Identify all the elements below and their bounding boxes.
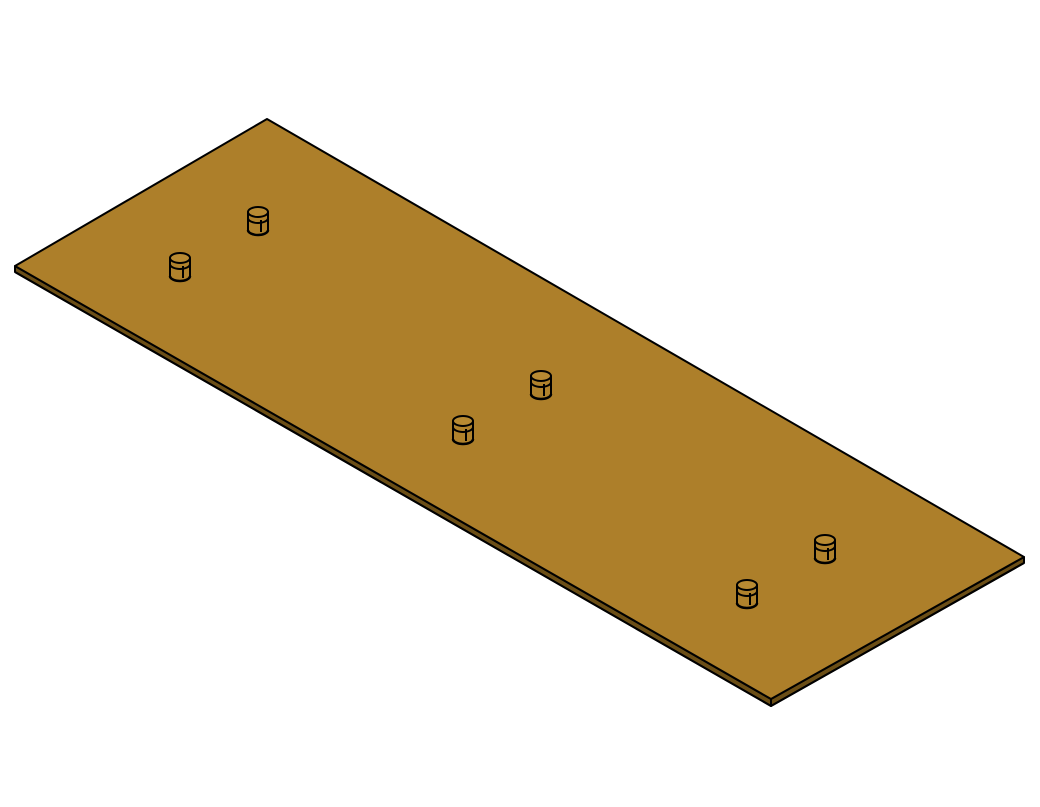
pin-bottom-arc: [813, 557, 837, 565]
plate-bottom-edge-line: [14, 271, 772, 707]
pin-2[interactable]: [168, 252, 192, 283]
pin-3[interactable]: [529, 370, 553, 401]
pin-6[interactable]: [735, 579, 759, 610]
plate-top-face[interactable]: [14, 118, 1025, 700]
pin-shoulder-ring: [169, 263, 191, 270]
pin-bottom-arc: [168, 275, 192, 283]
pin-bottom-arc: [451, 438, 475, 446]
pin-top-cap: [247, 206, 269, 218]
pin-bottom-arc: [529, 393, 553, 401]
pin-4[interactable]: [451, 415, 475, 446]
pin-top-cap: [452, 415, 474, 427]
pin-top-cap: [169, 252, 191, 264]
pin-shoulder-ring: [452, 426, 474, 433]
pin-shoulder-ring: [530, 381, 552, 388]
pin-top-cap: [736, 579, 758, 591]
pin-bottom-arc: [246, 229, 270, 237]
pin-5[interactable]: [813, 534, 837, 565]
pin-shoulder-ring: [247, 217, 269, 224]
pin-shoulder-ring: [736, 590, 758, 597]
pin-top-cap: [814, 534, 836, 546]
pin-top-cap: [530, 370, 552, 382]
pin-1[interactable]: [246, 206, 270, 237]
pin-bottom-arc: [735, 602, 759, 610]
pin-shoulder-ring: [814, 545, 836, 552]
plate-bottom-edge-line-right: [770, 562, 1025, 707]
